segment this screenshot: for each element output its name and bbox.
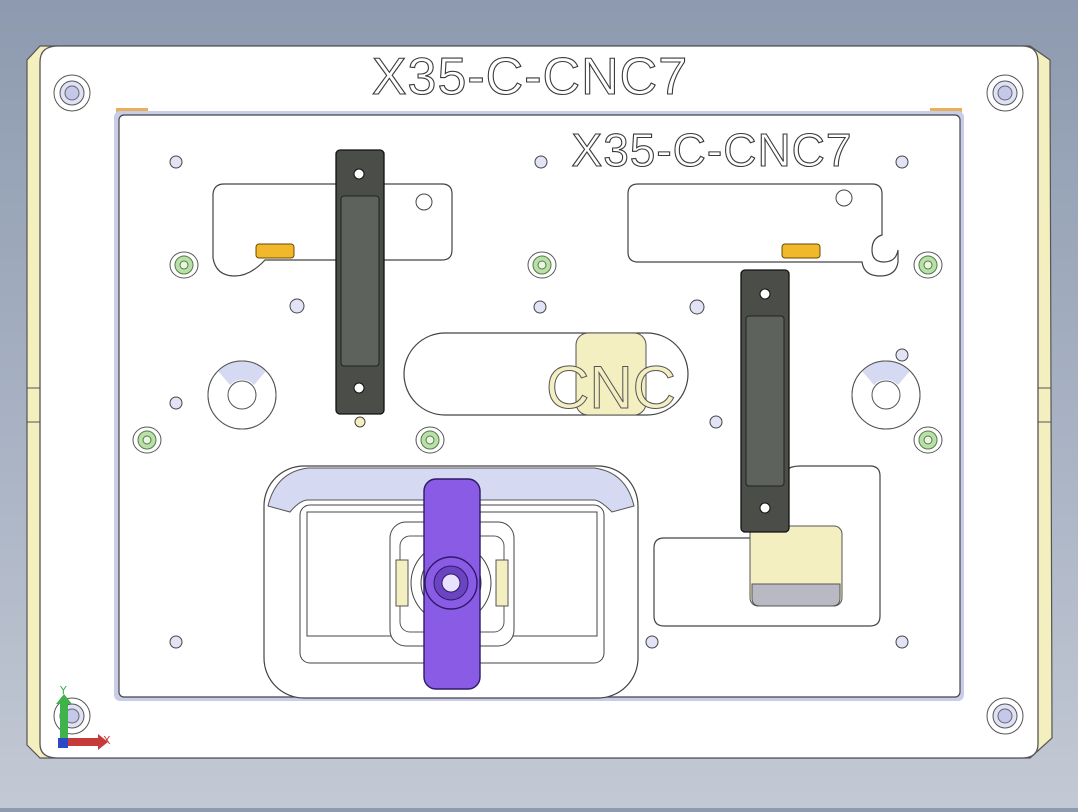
corner-mounting-holes (53, 74, 1024, 735)
center-slot: CNC (403, 332, 689, 422)
small-holes (169, 155, 909, 649)
pocket-top-left (212, 183, 453, 277)
pocket-bottom-right (653, 465, 881, 627)
y-axis-label: Y (59, 684, 67, 697)
clamp-handle-right[interactable] (740, 269, 790, 533)
large-bores (207, 360, 921, 430)
green-bushings (132, 251, 943, 454)
coordinate-triad: X Y (56, 684, 111, 750)
clamp-handle-left[interactable] (335, 149, 385, 415)
clamp-knob[interactable] (423, 478, 481, 690)
inner-engraved-label: X35-C-CNC7 (572, 124, 853, 176)
x-axis-label: X (103, 734, 111, 747)
outer-engraved-label: X35-C-CNC7 (372, 48, 688, 106)
pocket-top-right (627, 183, 899, 277)
pocket-engraved-label: CNC (546, 354, 676, 421)
